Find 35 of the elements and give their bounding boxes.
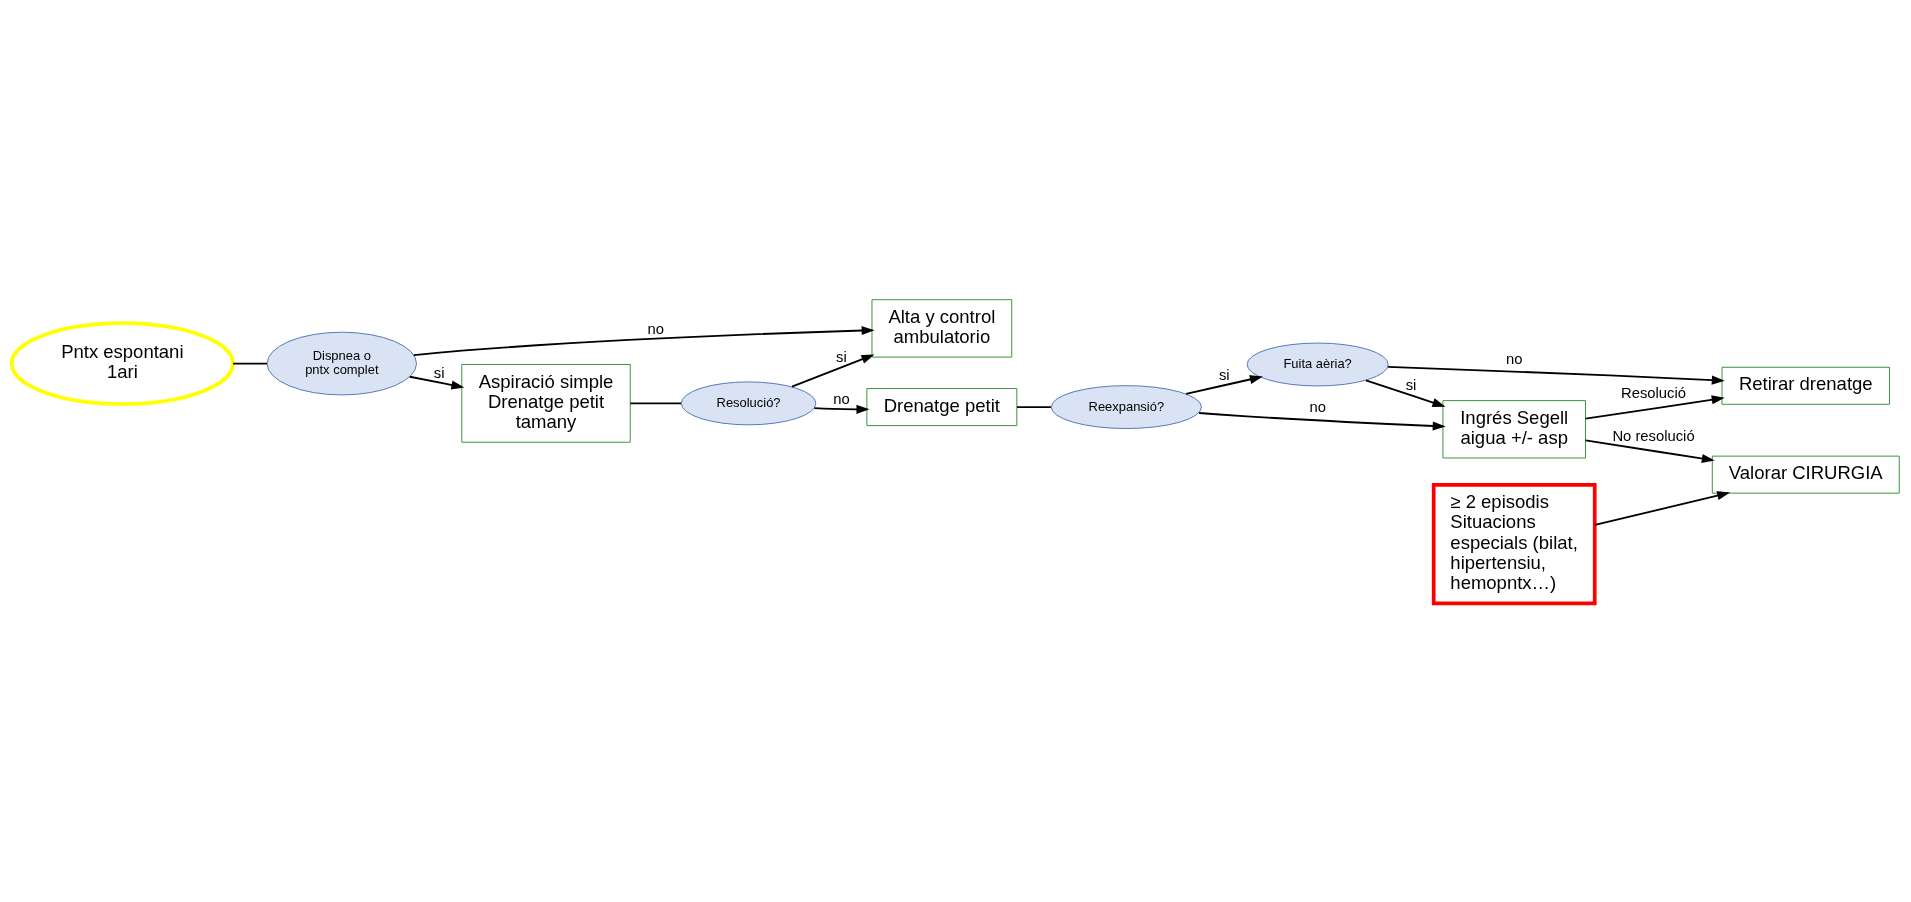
arrow — [1584, 394, 1725, 420]
connector — [1016, 405, 1052, 408]
edge-label: no — [833, 390, 850, 407]
arrow — [1594, 490, 1731, 526]
node-box: Valorar CIRURGIA — [1711, 455, 1900, 494]
node-box: Alta y control ambulatorio — [871, 298, 1013, 358]
connector — [232, 362, 268, 364]
node-ellipse: Pntx espontani 1ari — [9, 320, 235, 406]
connector — [629, 401, 682, 404]
node-ellipse: Dispnea o pntx complet — [266, 331, 417, 395]
edge-label: si — [836, 348, 847, 365]
arrow — [412, 325, 875, 356]
edge-label: no — [647, 320, 664, 337]
arrow — [1584, 438, 1715, 463]
edge-label: No resolució — [1612, 427, 1695, 444]
edge-label: si — [1405, 376, 1417, 393]
arrow — [1365, 378, 1446, 407]
arrow — [408, 375, 465, 389]
edge-label: no — [1505, 350, 1523, 367]
arrow — [791, 353, 875, 388]
edge-label: no — [1309, 398, 1326, 415]
node-box: Ingrés Segell aigua +/- asp — [1442, 399, 1586, 458]
arrow — [813, 404, 870, 414]
node-ellipse: Reexpansió? — [1050, 384, 1202, 429]
arrow — [1387, 365, 1725, 385]
edge-label: si — [1218, 366, 1230, 383]
node-box: Aspiració simple Drenatge petit tamany — [461, 363, 631, 443]
node-box: Drenatge petit — [866, 387, 1018, 426]
arrow — [1185, 374, 1263, 395]
node-box: Retirar drenatge — [1721, 366, 1890, 405]
node-ellipse: Resolució? — [680, 380, 817, 425]
node-box: ≥ 2 episodis Situacions especials (bilat, hipertensiu, hemopntx…) — [1431, 482, 1597, 605]
edge-label: si — [433, 364, 445, 381]
edge-label: Resolució — [1621, 384, 1687, 401]
arrow — [1198, 411, 1446, 430]
